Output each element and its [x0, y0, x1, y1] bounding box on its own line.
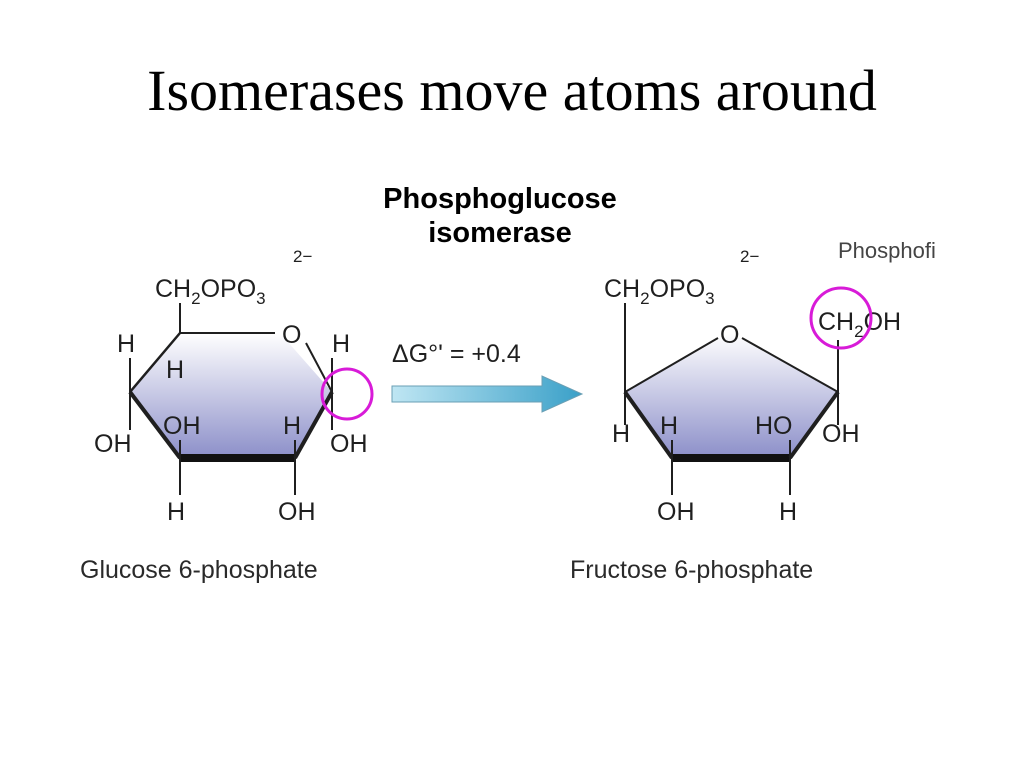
- glucose-c1-h: H: [332, 330, 350, 358]
- slide-title: Isomerases move atoms around: [147, 58, 877, 123]
- glucose-c2-oh: OH: [278, 498, 316, 526]
- enzyme-name-line2: isomerase: [428, 217, 572, 250]
- glucose-ring-oxygen: O: [282, 321, 301, 349]
- glucose-caption: Glucose 6-phosphate: [80, 556, 318, 584]
- fructose-ring: [625, 333, 838, 458]
- fructose-c3-ho: HO: [755, 412, 793, 440]
- glucose-ring: [130, 333, 332, 458]
- fructose-highlight-circle: [809, 286, 873, 350]
- glucose-ch2opo3: CH2OPO3: [155, 275, 266, 308]
- glucose-c5-h-inner: H: [166, 356, 184, 384]
- fructose-structure: CH2OPO3 2− O CH2OH H H HO OH OH H Fructo…: [570, 238, 936, 584]
- glucose-c5-h-left: H: [117, 330, 135, 358]
- fructose-ring-oxygen: O: [720, 321, 739, 349]
- fructose-c2-oh: OH: [822, 420, 860, 448]
- glucose-c1-oh: OH: [330, 430, 368, 458]
- fructose-caption: Fructose 6-phosphate: [570, 556, 813, 584]
- enzyme-name: Phosphoglucose isomerase: [340, 182, 660, 250]
- glucose-structure: CH2OPO3 2− O H H H OH OH H OH H OH Gluco…: [80, 247, 374, 584]
- fructose-c4-oh: OH: [657, 498, 695, 526]
- fructose-charge: 2−: [740, 247, 759, 266]
- glucose-charge: 2−: [293, 247, 312, 266]
- glucose-c2-h: H: [283, 412, 301, 440]
- enzyme-name-line1: Phosphoglucose: [383, 183, 617, 215]
- glucose-c3-oh: OH: [163, 412, 201, 440]
- fructose-c5-h: H: [612, 420, 630, 448]
- fructose-ch2opo3: CH2OPO3: [604, 275, 715, 308]
- reaction-arrow: [391, 375, 584, 413]
- clipped-label: Phosphofi: [838, 238, 936, 263]
- glucose-c3-h: H: [167, 498, 185, 526]
- fructose-c1-ch2oh: CH2OH: [818, 308, 901, 341]
- fructose-c4-h: H: [660, 412, 678, 440]
- delta-g-label: ΔG°' = +0.4: [392, 340, 521, 368]
- fructose-c3-h: H: [779, 498, 797, 526]
- glucose-highlight-circle: [320, 367, 374, 421]
- reaction-arrow-group: ΔG°' = +0.4: [391, 340, 584, 413]
- glucose-c4-oh: OH: [94, 430, 132, 458]
